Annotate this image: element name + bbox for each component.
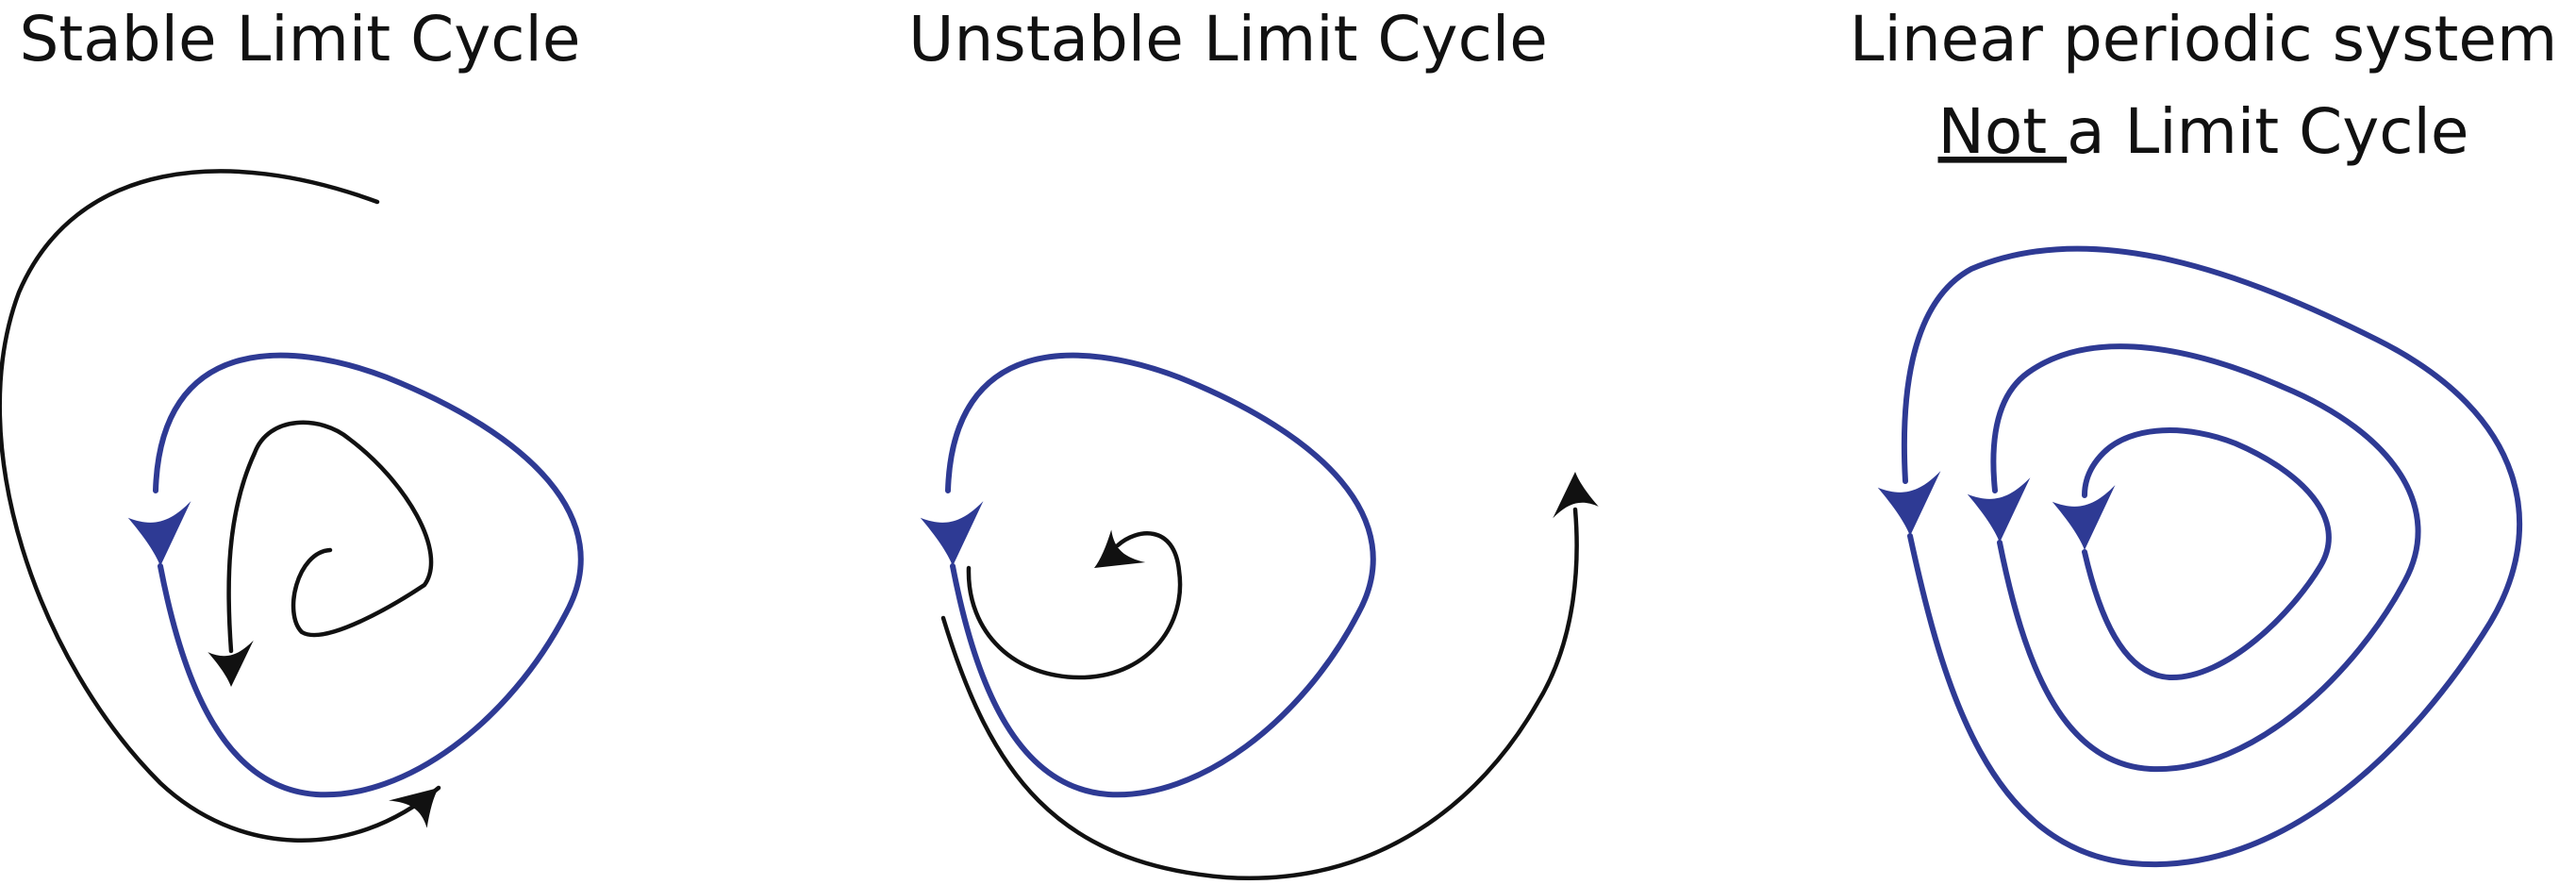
unstable-cycle-arrowhead	[919, 498, 984, 568]
unstable-title: Unstable Limit Cycle	[908, 3, 1548, 75]
stable-cycle-arrowhead	[126, 498, 191, 568]
linear-title-line2: Not a Limit Cycle	[1938, 95, 2469, 168]
stable-limit-cycle-panel	[0, 169, 584, 843]
unstable-limit-cycle-panel	[919, 352, 1600, 881]
linear-orbit-middle	[1990, 343, 2421, 773]
linear-periodic-panel	[1876, 245, 2523, 868]
stable-title: Stable Limit Cycle	[20, 3, 581, 75]
linear-outer-arrowhead	[1876, 468, 1941, 538]
not-underlined: Not	[1938, 95, 2068, 168]
linear-middle-arrowhead	[1966, 475, 2031, 544]
linear-orbit-outer	[1901, 245, 2523, 868]
stable-outer-trajectory	[0, 169, 441, 843]
unstable-outer-trajectory	[940, 507, 1579, 881]
stable-limit-cycle-curve	[153, 352, 584, 798]
unstable-limit-cycle-curve	[945, 352, 1376, 798]
unstable-inner-trajectory	[966, 531, 1183, 680]
linear-title-line1: Linear periodic system	[1850, 3, 2558, 75]
limit-cycle-text: a Limit Cycle	[2067, 95, 2468, 168]
stable-inner-trajectory	[226, 420, 434, 654]
unstable-inner-arrowhead	[1082, 523, 1146, 587]
linear-orbit-inner	[2082, 427, 2332, 681]
